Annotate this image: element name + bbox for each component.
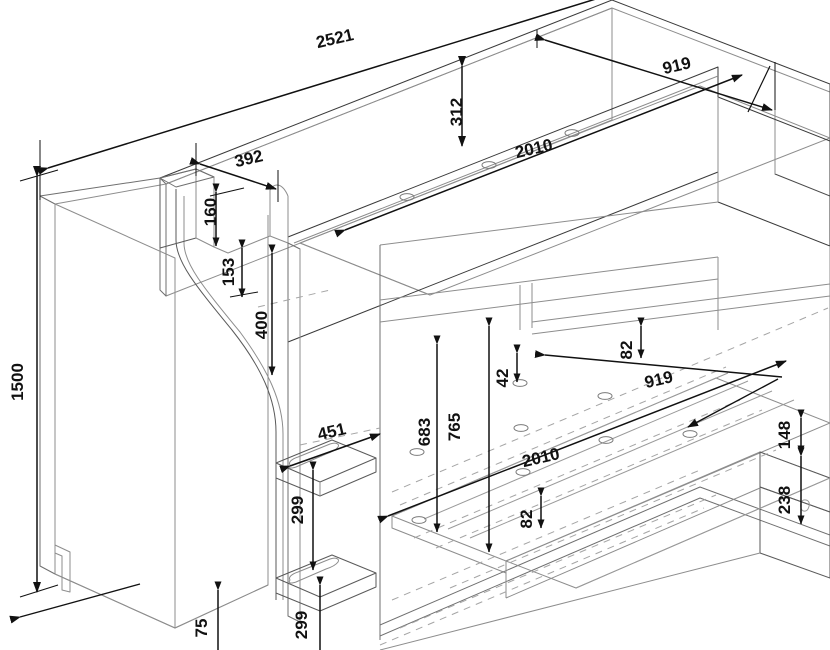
left-panel-face [54,203,176,629]
dim-label-stair-post-400: 400 [252,311,271,339]
stair-landing-curve [269,184,289,197]
left-panel-outer [39,195,56,575]
dimline-451 [279,433,381,474]
upper-front-guardrail-top-inner [293,75,719,244]
dim-451 [279,433,381,474]
dimline-2010u [334,74,743,238]
dimline-919l-2 [687,378,779,428]
stair-stringer-outer [175,189,277,600]
upper-deck-edge-front [299,242,431,296]
upper-deck-dowel-holes [399,129,580,201]
dim-label-step-rise-upper-299: 299 [288,496,307,524]
stair-stringer-inner [183,196,284,600]
dim-label-overall-height: 1500 [8,363,27,401]
trundle-drawer [379,451,830,650]
left-end-panel-assembly [39,177,269,629]
lower-back-rail-2 [379,278,719,323]
dim-919-upper [534,30,776,113]
hidden-drawer-box-4 [399,494,717,629]
ext-153-bot [229,291,259,298]
lower-deck [391,377,830,562]
dimline-2010l [377,360,787,524]
dim-label-lower-bunk-width: 919 [643,367,675,392]
upper-right-end-panel [774,62,830,197]
dim-label-slat-thickness-82: 82 [517,510,536,529]
drawer-handle-notch [800,499,810,512]
dimline-392 [189,157,277,190]
dim-2010-upper [334,74,743,238]
furniture-geometry [39,0,830,650]
dimension-lines [9,0,805,650]
dim-label-upper-bunk-width: 919 [661,53,693,78]
left-panel-bottom-edge [54,573,176,629]
stair-module [159,168,377,623]
dim-label-upper-mattress-length: 2010 [513,135,554,162]
stair-tread-upper [275,439,377,497]
dim-1500 [9,166,141,624]
ext-160-top [209,187,245,197]
lower-back-panel [380,246,830,420]
drawer-lower-edge [505,487,761,599]
drawer-side-line [575,477,830,589]
dim-153 [229,239,259,298]
ext-1500-bot2 [9,583,141,624]
dim-label-stair-tread-depth: 392 [233,146,265,171]
upper-left-end-panel [159,177,167,297]
drawer-top-face [505,451,830,589]
dim-392 [189,143,279,202]
drawer-base-edge [379,552,761,650]
stair-tread-lower-slot [288,557,339,584]
dim-label-lower-guardrail-82: 82 [617,341,636,360]
lower-back-rail-1 [379,256,719,301]
dim-label-step-rise-lower-299: 299 [292,611,311,639]
dim-label-lower-clearance-765: 765 [445,413,464,441]
stair-newel-top [159,168,215,188]
ext-1500-top [19,169,59,182]
drawer-body-face [759,486,830,579]
left-panel-top-edge [39,177,161,197]
dim-919-lower [534,350,783,428]
dim-2010-lower [377,360,787,524]
upper-front-guardrail [287,66,830,343]
lower-back-ledge2 [531,295,830,335]
dim-label-drawer-front-148: 148 [775,421,794,449]
dimline-2521 [37,0,596,175]
lower-back-ledge [531,283,830,323]
dim-160 [209,183,245,247]
left-panel-bottom-edge2 [174,584,269,629]
dim-label-drawer-body-238: 238 [775,486,794,514]
dim-label-stair-width-451: 451 [316,419,348,444]
dim-label-overall-length: 2521 [314,25,355,52]
hidden-lines [257,289,829,646]
hidden-stair-rail [257,289,331,308]
dim-label-lower-mattress-length: 2010 [520,444,561,471]
upper-right-back-top-2 [611,7,830,93]
left-panel-foot-notch [54,544,71,593]
stair-tread-lower [275,554,377,612]
ext-1500-bot [19,584,59,598]
dim-label-slat-gap-42: 42 [493,369,512,388]
dim-label-stair-rail-height: 160 [201,198,220,226]
left-panel-top-edge2 [54,183,167,205]
dim-label-plinth-height-75: 75 [192,619,211,638]
dim-label-upper-guardrail-height: 312 [447,98,466,126]
stair-landing-notch [213,235,289,254]
dimension-labels: 2521 919 312 2010 392 160 153 400 1500 4… [8,25,794,639]
dimline-919u-2 [747,65,771,113]
hidden-drawer-bottom [379,507,705,646]
dim-label-stair-offset-153: 153 [219,258,238,286]
drawer-front-face [759,451,830,513]
dim-label-lower-clearance-683: 683 [415,418,434,446]
